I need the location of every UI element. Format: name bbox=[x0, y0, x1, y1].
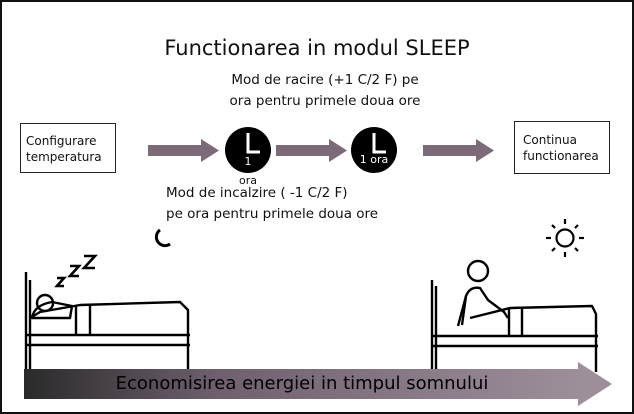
sleep-z-icon bbox=[54, 254, 98, 288]
energy-saving-banner-arrow bbox=[24, 362, 612, 406]
flow-arrow-1 bbox=[148, 139, 219, 162]
clock-icon bbox=[225, 127, 271, 173]
moon-icon bbox=[154, 228, 171, 248]
start-box-line2: temperatura bbox=[26, 150, 102, 164]
flow-arrow-3 bbox=[423, 139, 494, 162]
banner-text: Economisirea energiei in timpul somnului bbox=[115, 373, 489, 394]
cooling-note-line1: Mod de racire (+1 C/2 F) pe bbox=[231, 72, 419, 88]
heating-note-line1: Mod de incalzire ( -1 C/2 F) bbox=[166, 185, 348, 201]
clock2-label: 1 ora bbox=[359, 153, 389, 166]
clock1-label: 1 bbox=[244, 155, 252, 168]
start-box-line1: Configurare bbox=[26, 134, 97, 148]
continue-operation-box: Continua functionarea bbox=[514, 121, 610, 174]
configure-temperature-box: Configurare temperatura bbox=[20, 123, 116, 173]
cooling-note-line2: ora pentru primele doua ore bbox=[229, 93, 421, 109]
flow-arrow-2 bbox=[276, 139, 347, 162]
end-box-line1: Continua bbox=[523, 133, 577, 147]
end-box-line2: functionarea bbox=[523, 149, 599, 163]
sleeping-person-icon bbox=[24, 272, 190, 372]
diagram-title: Functionarea in modul SLEEP bbox=[164, 36, 470, 60]
heating-note-line2: pe ora pentru primele doua ore bbox=[166, 206, 379, 222]
clock-icon bbox=[351, 127, 397, 173]
cooling-note: Mod de racire (+1 C/2 F) pe ora pentru p… bbox=[160, 70, 490, 112]
heating-note: Mod de incalzire ( -1 C/2 F) pe ora pent… bbox=[150, 183, 410, 225]
clock1-below-label: ora bbox=[239, 174, 257, 187]
sun-icon bbox=[546, 219, 584, 257]
awake-person-icon bbox=[430, 259, 598, 372]
